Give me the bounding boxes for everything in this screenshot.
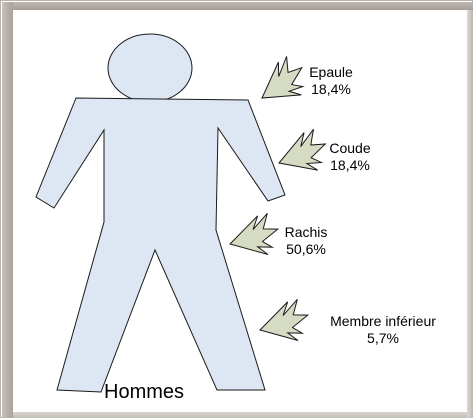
- region-name: Rachis: [270, 224, 342, 241]
- lightning-arrow-icon: [255, 298, 314, 350]
- label-membre-inferieur: Membre inférieur 5,7%: [308, 313, 458, 347]
- region-name: Coude: [314, 140, 386, 157]
- label-epaule: Epaule 18,4%: [295, 64, 367, 98]
- label-rachis: Rachis 50,6%: [270, 224, 342, 258]
- label-coude: Coude 18,4%: [314, 140, 386, 174]
- human-silhouette: [36, 34, 285, 392]
- region-value: 5,7%: [308, 330, 458, 347]
- region-value: 50,6%: [270, 241, 342, 258]
- region-name: Epaule: [295, 64, 367, 81]
- region-value: 18,4%: [295, 81, 367, 98]
- region-name: Membre inférieur: [308, 313, 458, 330]
- region-value: 18,4%: [314, 157, 386, 174]
- figure-caption: Hommes: [104, 380, 184, 404]
- head: [108, 34, 192, 102]
